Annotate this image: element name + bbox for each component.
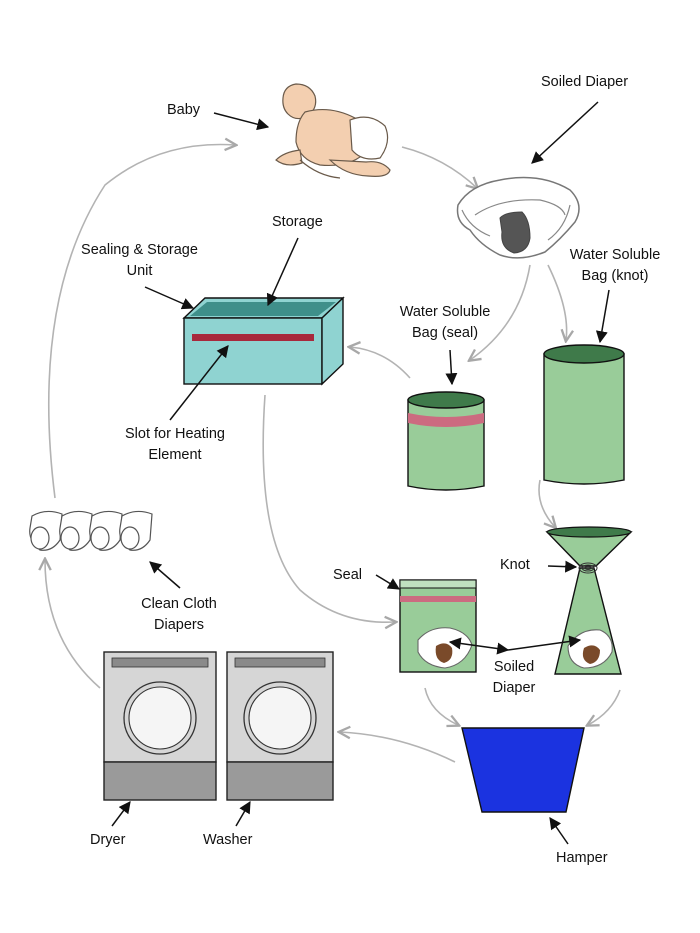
label-bag-seal-line2: Bag (seal) <box>411 325 479 341</box>
pointer-slot <box>169 345 229 421</box>
pointer-arrows <box>111 101 610 845</box>
label-seal: Seal <box>333 567 363 583</box>
pointer-sealing-unit <box>144 286 195 310</box>
knotted-bag <box>545 526 633 675</box>
pointer-baby <box>213 112 270 131</box>
baby-illustration <box>275 83 391 179</box>
label-hamper: Hamper <box>556 850 608 866</box>
flow-arrow-dryer-to-clean <box>45 560 101 689</box>
flow-arrow-bag-seal-to-unit <box>350 347 411 379</box>
pointer-dryer <box>111 801 131 827</box>
knot-symbol <box>578 562 598 574</box>
clean-diaper-1 <box>29 510 63 551</box>
label-bag-seal-line1: Water Soluble <box>399 304 491 320</box>
flow-arrow-bag-knot-to-knot <box>538 479 555 527</box>
label-bag-knot: Water Soluble Bag (knot) <box>555 245 675 287</box>
label-sealing-storage-unit: Sealing & Storage Unit <box>62 240 217 282</box>
pointer-clean-diapers <box>149 561 181 589</box>
heating-element-slot <box>192 334 314 341</box>
clean-diaper-3 <box>89 510 123 551</box>
pointer-hamper <box>549 817 569 845</box>
label-storage: Storage <box>272 214 323 230</box>
pointer-washer <box>235 800 251 827</box>
label-slot-heating-element: Slot for Heating Element <box>110 424 240 466</box>
pointer-knot <box>547 560 578 573</box>
label-soiled-bottom-line1: Soiled <box>493 659 535 675</box>
flow-arrow-diaper-to-bag-seal <box>470 264 531 360</box>
dryer <box>103 651 217 801</box>
label-baby: Baby <box>167 102 201 118</box>
soiled-diaper-top-illustration <box>456 176 580 259</box>
clean-diaper-4 <box>119 510 153 551</box>
flow-arrows <box>45 145 621 763</box>
label-sealing-storage-unit-line2: Unit <box>126 263 153 279</box>
sealed-bag <box>399 579 477 673</box>
pointer-soiled-diaper-top <box>531 101 599 164</box>
label-knot: Knot <box>500 557 530 573</box>
water-soluble-bag-knot <box>543 344 625 485</box>
flow-arrow-diaper-to-bag-knot <box>547 264 567 340</box>
label-sealing-storage-unit-line1: Sealing & Storage <box>81 242 198 258</box>
label-dryer: Dryer <box>90 832 126 848</box>
hamper <box>461 727 585 813</box>
label-soiled-diaper-bottom: Soiled Diaper <box>478 657 550 699</box>
flow-arrow-unit-to-seal <box>262 394 395 622</box>
pointer-soiled-bottom-right <box>507 635 582 651</box>
flow-arrow-knot-to-hamper <box>588 689 621 725</box>
pointer-seal <box>375 574 401 590</box>
washer <box>226 651 334 801</box>
clean-cloth-diapers <box>29 510 153 551</box>
pointer-storage <box>266 237 299 307</box>
label-clean-line1: Clean Cloth <box>141 596 217 612</box>
clean-diaper-2 <box>59 510 93 551</box>
label-slot-line2: Element <box>148 447 202 463</box>
flow-arrow-clean-to-baby <box>47 145 235 499</box>
label-washer: Washer <box>203 832 253 848</box>
flow-arrow-baby-to-diaper <box>401 146 477 188</box>
label-soiled-diaper-top: Soiled Diaper <box>541 74 629 90</box>
flow-arrow-seal-to-hamper <box>424 687 458 725</box>
label-slot-line1: Slot for Heating <box>125 426 225 442</box>
label-clean-cloth-diapers: Clean Cloth Diapers <box>124 594 234 636</box>
pointer-soiled-bottom-left <box>448 637 510 655</box>
label-soiled-bottom-line2: Diaper <box>492 680 536 696</box>
label-bag-knot-line1: Water Soluble <box>569 247 661 263</box>
label-bag-knot-line2: Bag (knot) <box>581 268 649 284</box>
pointer-bag-knot <box>595 289 610 344</box>
label-clean-line2: Diapers <box>154 617 204 633</box>
flow-arrow-hamper-to-washer <box>340 732 456 763</box>
label-bag-seal: Water Soluble Bag (seal) <box>385 302 505 344</box>
water-soluble-bag-seal <box>407 391 485 491</box>
pointer-bag-seal <box>445 349 458 386</box>
